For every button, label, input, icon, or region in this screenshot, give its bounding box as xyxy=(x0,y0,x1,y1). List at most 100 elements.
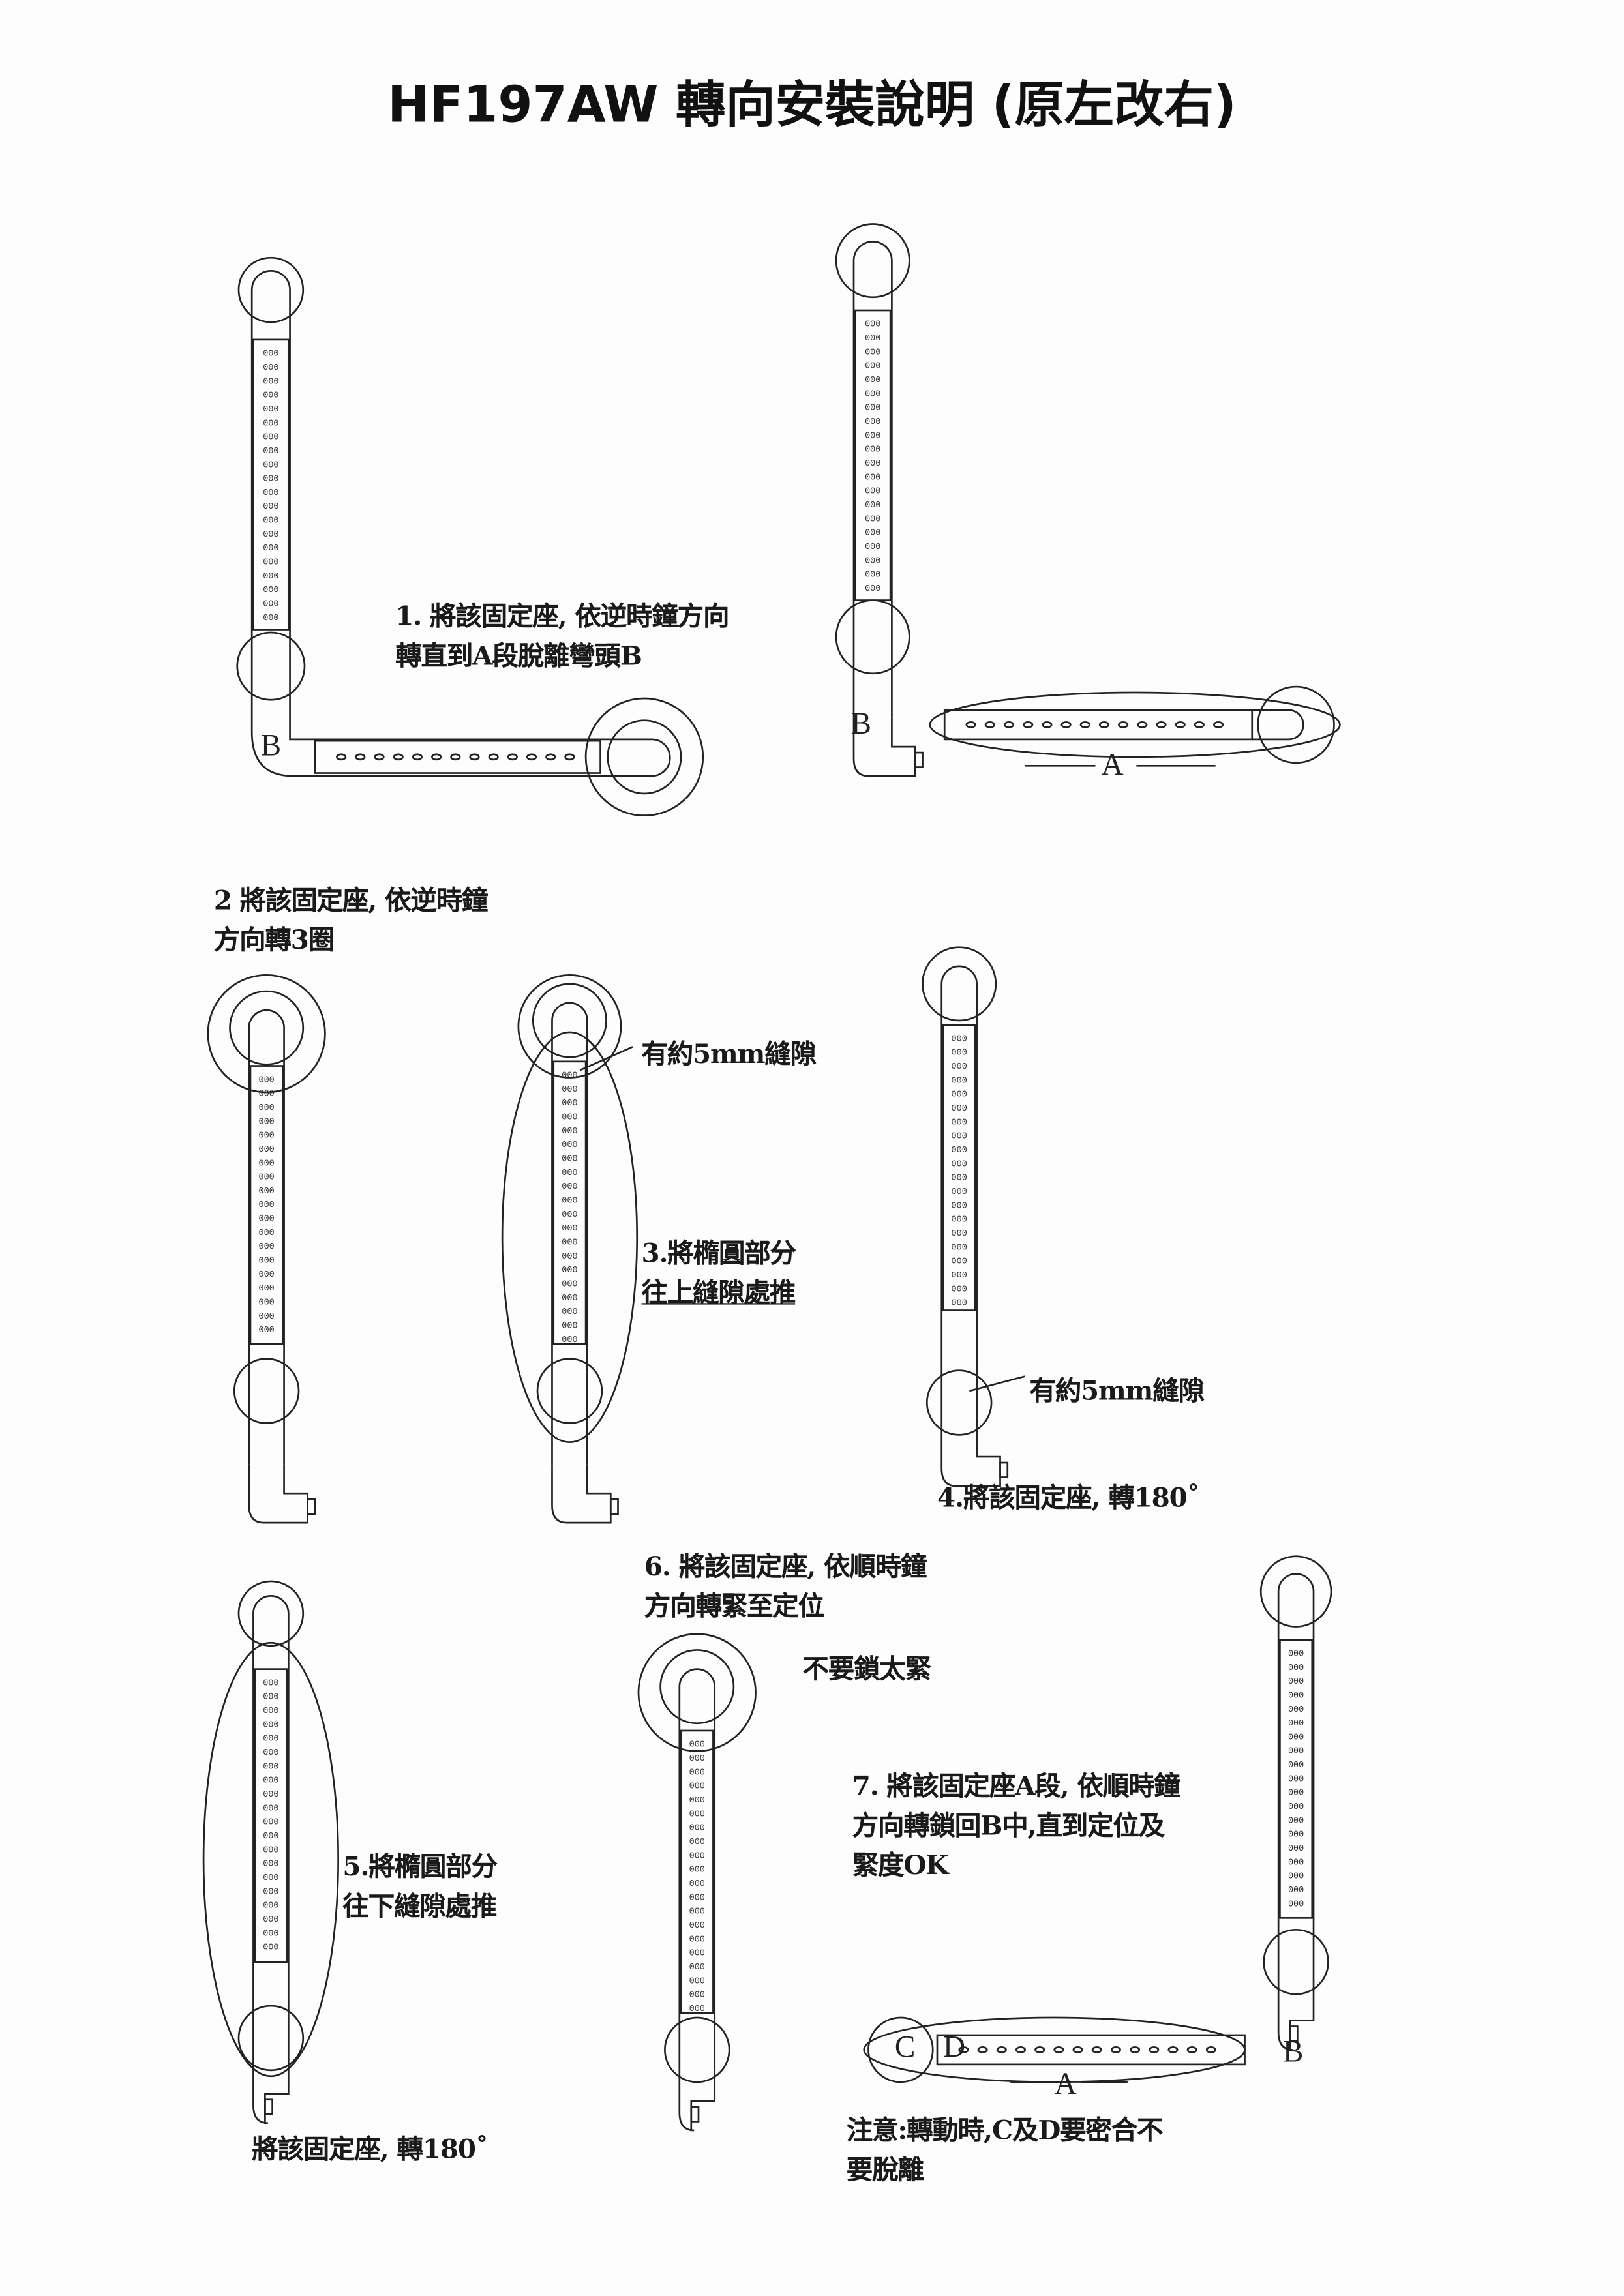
grip-dot xyxy=(1098,721,1110,728)
grip-dots: 000 xyxy=(1288,1774,1304,1784)
grip-dots: 000 xyxy=(263,1748,278,1758)
step5-rotate-text: 將該固定座, 轉180˚ xyxy=(252,2134,489,2166)
grip-dot xyxy=(1130,2046,1141,2053)
step7-line: 7. 將該固定座A段, 依順時鐘 xyxy=(852,1771,1180,1802)
grip-dots: 000 xyxy=(865,431,880,441)
grip-dots: 000 xyxy=(562,1252,577,1262)
grip-dots: 000 xyxy=(865,334,880,344)
grip-dots: 000 xyxy=(865,459,880,469)
wall-flange-circle xyxy=(867,2016,934,2083)
grip-dots: 000 xyxy=(263,1776,278,1786)
gap-note-1: 有約5mm縫隙 xyxy=(641,1039,817,1071)
grip-dots: 000 xyxy=(689,1976,705,1986)
grip-dots: 000 xyxy=(263,1735,278,1744)
label-c: C xyxy=(894,2029,916,2065)
wall-flange-circle xyxy=(236,631,306,701)
grip-section xyxy=(552,1060,587,1345)
grip-dots: 000 xyxy=(263,1818,278,1828)
grip-dot xyxy=(374,753,385,761)
label-a-section: A xyxy=(1101,747,1124,782)
grip-dots: 000 xyxy=(259,1131,275,1141)
grip-dots: 000 xyxy=(865,362,880,372)
grip-dot xyxy=(412,753,423,761)
grip-dots: 000 xyxy=(263,530,278,540)
grip-dots: 000 xyxy=(263,377,278,387)
pointer-line xyxy=(579,1046,633,1071)
grip-dot xyxy=(1110,2046,1122,2053)
wall-flange-circle xyxy=(237,256,305,323)
grip-dots: 000 xyxy=(562,1113,577,1123)
grip-dots: 000 xyxy=(1288,1719,1304,1729)
grip-dots: 000 xyxy=(1288,1886,1304,1896)
grip-dots: 000 xyxy=(689,1810,705,1819)
grip-section xyxy=(252,338,290,631)
wall-flange-circle xyxy=(925,1369,993,1436)
grip-dots: 000 xyxy=(865,501,880,511)
grip-dots: 000 xyxy=(259,1145,275,1155)
grip-dot xyxy=(1118,721,1129,728)
grip-dot xyxy=(1003,721,1015,728)
grip-dot xyxy=(996,2046,1007,2053)
horizontal-tube xyxy=(943,709,1254,741)
grip-dots: 000 xyxy=(952,1201,967,1211)
grip-dot xyxy=(1042,721,1053,728)
grip-dots: 000 xyxy=(952,1104,967,1114)
grip-dots: 000 xyxy=(263,1901,278,1911)
grip-dots: 000 xyxy=(689,1879,705,1889)
grip-dots: 000 xyxy=(562,1099,577,1109)
grip-dots: 000 xyxy=(865,571,880,580)
wall-flange-outer-circle xyxy=(517,974,622,1079)
grip-dots: 000 xyxy=(259,1103,275,1113)
grip-dots: 000 xyxy=(865,417,880,427)
grip-dots: 000 xyxy=(865,556,880,566)
grip-dots: 000 xyxy=(1288,1872,1304,1882)
grip-dots: 000 xyxy=(952,1146,967,1155)
wall-flange-circle xyxy=(835,599,910,675)
label-b-elbow: B xyxy=(260,727,282,763)
grip-dot xyxy=(958,2046,969,2053)
wall-flange-circle xyxy=(536,1358,603,1424)
grip-dots: 000 xyxy=(689,1754,705,1764)
grip-dot xyxy=(355,753,366,761)
grip-dots: 000 xyxy=(263,1720,278,1730)
grip-section xyxy=(249,1065,284,1345)
wall-flange-circle xyxy=(233,1358,300,1424)
step5-text: 5.將橢圓部分往下縫隙處推 xyxy=(342,1848,498,1927)
grip-dots: 000 xyxy=(952,1229,967,1239)
grip-dots: 000 xyxy=(865,584,880,594)
grip-dot xyxy=(545,753,556,761)
grip-dots: 000 xyxy=(259,1200,275,1210)
grip-dots: 000 xyxy=(952,1062,967,1072)
caution-note: 注意:轉動時,C及D要密合不要脫離 xyxy=(847,2111,1164,2190)
grip-dots: 000 xyxy=(689,1782,705,1792)
step7-text: 7. 將該固定座A段, 依順時鐘方向轉鎖回B中,直到定位及緊度OK xyxy=(852,1767,1180,1886)
horizontal-tube xyxy=(936,2034,1246,2066)
grip-dots: 000 xyxy=(259,1173,275,1183)
grip-dots: 000 xyxy=(259,1229,275,1238)
grip-dots: 000 xyxy=(689,1740,705,1750)
grip-dots: 000 xyxy=(263,1929,278,1939)
grip-dots: 000 xyxy=(865,514,880,524)
grab-bar-tube xyxy=(678,1668,716,2072)
grip-dots: 000 xyxy=(259,1298,275,1308)
grip-dots: 000 xyxy=(562,1294,577,1304)
grip-dots: 000 xyxy=(952,1299,967,1309)
grip-dots: 000 xyxy=(865,487,880,497)
grip-dot xyxy=(1072,2046,1083,2053)
step6-text: 6. 將該固定座, 依順時鐘方向轉緊至定位 xyxy=(644,1547,927,1626)
grip-dots: 000 xyxy=(562,1197,577,1206)
grip-dots: 000 xyxy=(1288,1789,1304,1798)
grip-dots: 000 xyxy=(1288,1691,1304,1701)
grip-dot xyxy=(1015,2046,1027,2053)
grip-dots: 000 xyxy=(263,475,278,485)
grip-dots: 000 xyxy=(263,1678,278,1688)
grip-dots: 000 xyxy=(689,1935,705,1945)
grip-dot xyxy=(564,753,575,761)
grip-section xyxy=(942,1024,976,1311)
grip-dots: 000 xyxy=(259,1242,275,1252)
step6-warning: 不要鎖太緊 xyxy=(802,1654,931,1686)
wall-flange-circle xyxy=(835,223,910,299)
grip-dot xyxy=(1137,721,1148,728)
grip-dots: 000 xyxy=(1288,1705,1304,1715)
